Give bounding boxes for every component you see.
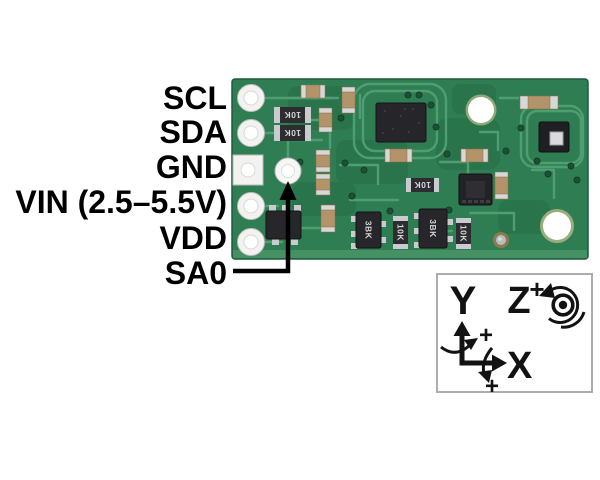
z-axis-label: Z [507, 280, 530, 322]
z-plus-sign: + [529, 274, 544, 304]
accel-ic [458, 173, 493, 206]
capacitor [318, 107, 333, 133]
pin-label-scl: SCL [163, 80, 227, 116]
resistors: 10K 10K 10K 10K 10K [274, 107, 471, 249]
sa0-arrowhead [279, 181, 297, 200]
pin-label-sda: SDA [159, 114, 227, 150]
capacitor [341, 86, 356, 114]
svg-text:10K: 10K [396, 224, 406, 241]
x-axis-label: X [507, 345, 533, 387]
sot23-3bk: 3BK [414, 208, 453, 249]
capacitor [315, 173, 331, 196]
axis-inset: Y Z + X + + [436, 273, 593, 400]
pin-pads [232, 84, 302, 256]
capacitor [320, 204, 336, 233]
pad-vdd [237, 228, 265, 256]
y-axis-label: Y [450, 279, 477, 323]
pad-scl [237, 84, 265, 112]
y-rotation-arrow [440, 338, 478, 354]
resistor-10k: 10K [393, 216, 408, 249]
svg-text:3BK: 3BK [428, 219, 438, 238]
capacitor [460, 148, 489, 163]
transistors: 3BK 3BK [265, 205, 453, 249]
mounting-hole-bottom [540, 209, 574, 243]
test-point [493, 232, 509, 248]
pin-label-sa0: SA0 [164, 255, 227, 291]
x-rotation-arrow [478, 347, 494, 383]
mounting-hole-top [465, 94, 497, 126]
pcb-board: 10K 10K 10K 10K 10K [231, 78, 589, 260]
capacitor [384, 148, 413, 163]
pressure-sensor-ic [538, 121, 570, 153]
pad-vin [237, 192, 265, 220]
pin-label-gnd: GND [155, 149, 227, 185]
y-arrowhead [453, 321, 471, 336]
sot23-regulator [265, 205, 302, 245]
resistor-10k: 10K [456, 218, 471, 249]
sa0-arrow [233, 181, 297, 274]
pin-label-vin: VIN (2.5–5.5V) [15, 184, 227, 220]
capacitor [315, 149, 331, 173]
capacitor [519, 95, 559, 110]
xy-axes [453, 321, 507, 372]
pin-label-vdd: VDD [159, 220, 227, 256]
pad-sda [237, 119, 265, 147]
y-plus-sign: + [479, 322, 493, 349]
resistor-10k: 10K [274, 125, 311, 141]
capacitors [300, 84, 559, 233]
z-rotation-icon [539, 283, 586, 329]
resistor-10k: 10K [406, 178, 439, 192]
gyro-ic [375, 102, 427, 143]
svg-text:10K: 10K [284, 110, 301, 120]
svg-text:3BK: 3BK [364, 221, 374, 240]
ics [375, 102, 570, 206]
svg-text:10K: 10K [284, 128, 301, 138]
resistor-10k: 10K [274, 107, 311, 123]
svg-text:10K: 10K [459, 225, 469, 242]
pad-gnd [232, 154, 264, 186]
sot23-3bk: 3BK [351, 211, 386, 249]
pad-sa0 [274, 157, 302, 185]
capacitor [494, 171, 509, 200]
svg-text:10K: 10K [414, 180, 431, 190]
x-arrowhead [492, 354, 507, 372]
vias [296, 91, 581, 215]
capacitor [300, 84, 326, 99]
